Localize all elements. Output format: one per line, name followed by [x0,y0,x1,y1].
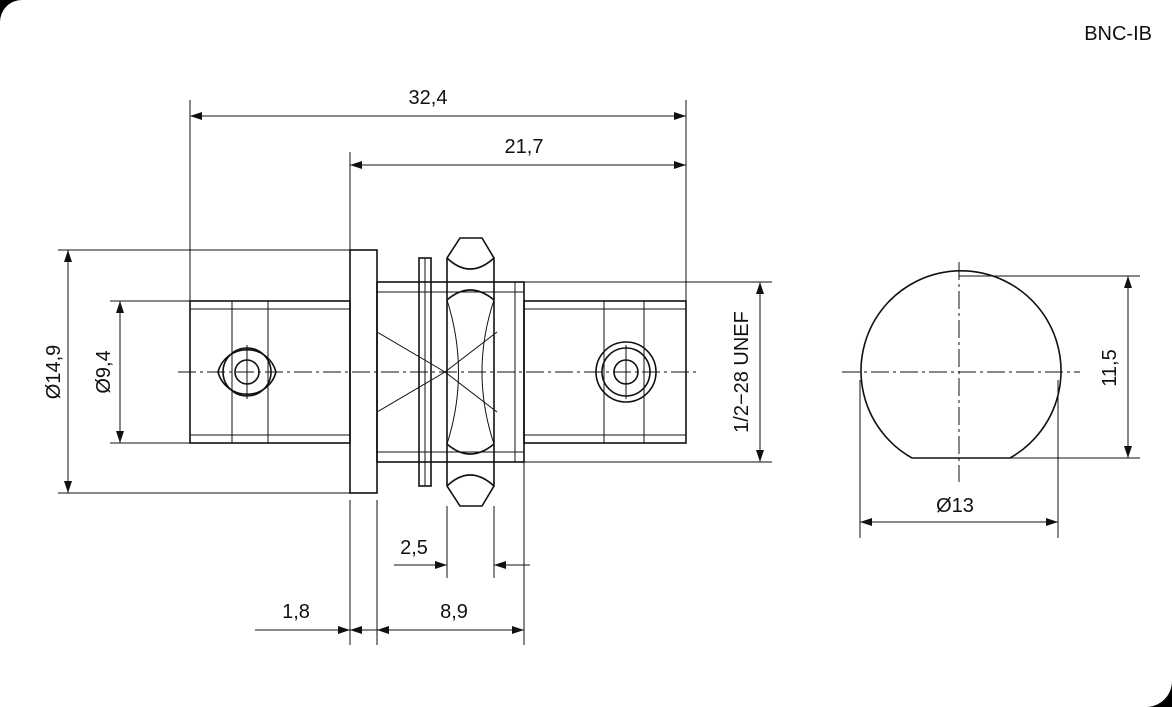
lock-washer [418,257,432,487]
right-bnc-body [523,300,687,444]
dim-cutout-diameter: Ø13 [936,495,974,517]
dim-cutout-flat: 11,5 [1099,349,1121,386]
panel-cutout-view: 11,5 Ø13 [842,262,1140,538]
dim-body-diameter: Ø9,4 [93,350,115,393]
hex-nut [446,237,495,507]
dim-panel-length: 8,9 [440,601,468,623]
dim-flange-diameter: Ø14,9 [43,345,65,399]
dim-thread: 1/2−28 UNEF [731,311,753,433]
dim-flange-thickness: 1,8 [282,601,310,623]
dim-overall-length: 32,4 [409,87,448,109]
dim-body-length: 21,7 [505,136,544,158]
connector-side-view: 32,4 21,7 Ø14,9 Ø9,4 1/2−28 UNEF 2,5 1,8… [43,87,772,645]
dim-nut-width: 2,5 [400,537,428,559]
left-bnc-body [189,300,351,444]
drawing-title: BNC-IB [1084,23,1152,45]
cutout-outline [860,270,1062,459]
